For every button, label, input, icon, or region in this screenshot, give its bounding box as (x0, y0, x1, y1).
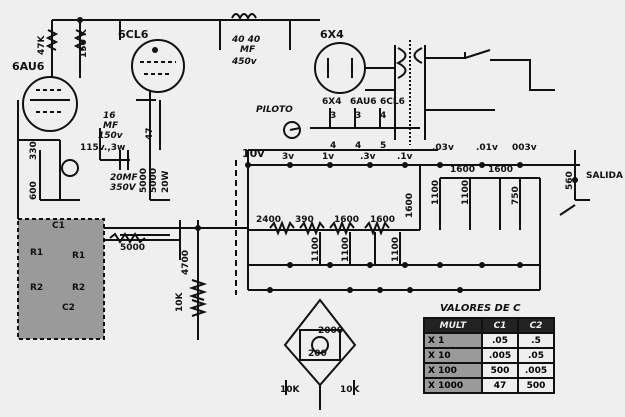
heater-pin-1: 4 (330, 141, 336, 151)
label-5000c: 5000 (120, 243, 145, 253)
label-20mf: 20MF (110, 173, 138, 183)
net-c2: C2 (62, 303, 75, 313)
table-row: X 1000 47 500 (423, 377, 555, 394)
att-r1600e: 1600 (405, 193, 415, 218)
tube-6cl6 (131, 39, 185, 93)
label-150v: 150v (98, 131, 124, 141)
diode-bridge (283, 298, 357, 387)
table-row: X 1 .05 .5 (423, 332, 555, 349)
values-table: MULT C1 C2 X 1 .05 .5 X 10 .005 .05 X 10… (423, 317, 555, 394)
lamp-115v (61, 159, 79, 177)
att-r1100d: 1100 (431, 180, 441, 205)
label-mf: MF (103, 121, 119, 131)
tube-label-6au6: 6AU6 (12, 60, 45, 73)
label-16: 16 (103, 111, 116, 121)
att-r1100c: 1100 (391, 237, 401, 262)
net-c1: C1 (52, 221, 65, 231)
att-r2400: 2400 (256, 215, 281, 225)
att-r1600b: 1600 (370, 215, 395, 225)
label-600: 600 (29, 181, 39, 200)
tube-label-6x4: 6X4 (320, 28, 344, 41)
label-salida: SALIDA (586, 171, 623, 181)
att-03v: .3v (360, 152, 376, 162)
label-350v: 350V (110, 183, 137, 193)
net-r2b: R2 (72, 283, 85, 293)
row-mult: X 100 (423, 362, 483, 379)
label-20w: 20W (161, 170, 171, 193)
net-r2: R2 (30, 283, 43, 293)
att-3v: 3v (282, 152, 294, 162)
table-row: X 100 500 .005 (423, 362, 555, 379)
label-4700: 4700 (181, 250, 191, 275)
heater-pin-5: 3 (355, 111, 361, 121)
row-c2: .05 (517, 347, 555, 364)
label-10k-a: 10K (280, 385, 301, 395)
label-piloto: PILOTO (256, 105, 293, 115)
label-2000: 2000 (318, 326, 343, 336)
table-row: X 10 .005 .05 (423, 347, 555, 364)
values-table-title: VALORES DE C (440, 303, 521, 314)
row-mult: X 1000 (423, 377, 483, 394)
att-r1600d: 1600 (488, 165, 513, 175)
row-c1: .05 (481, 332, 519, 349)
heater-6au6: 6AU6 (350, 97, 377, 107)
label-47: 47 (145, 127, 155, 140)
net-r1a: R1 (30, 248, 43, 258)
net-r1b: R1 (72, 251, 85, 261)
att-r1600a: 1600 (334, 215, 359, 225)
att-003v-b: 003v (512, 143, 537, 153)
header-mult: MULT (423, 317, 483, 334)
heater-pin-2: 4 (355, 141, 361, 151)
row-c2: 500 (517, 377, 555, 394)
att-r1100a: 1100 (311, 237, 321, 262)
label-5000b: 5000 (149, 168, 159, 193)
row-mult: X 10 (423, 347, 483, 364)
row-c1: 47 (481, 377, 519, 394)
row-mult: X 1 (423, 332, 483, 349)
row-c2: .5 (517, 332, 555, 349)
row-c2: .005 (517, 362, 555, 379)
att-003v-a: .03v (432, 143, 454, 153)
row-c1: 500 (481, 362, 519, 379)
heater-pin-3: 5 (380, 141, 386, 151)
att-r390: 390 (295, 215, 314, 225)
att-r560: 560 (565, 171, 575, 190)
header-c2: C2 (517, 317, 555, 334)
label-450v: 450v (231, 57, 258, 67)
pilot-lamp (283, 121, 301, 139)
label-330: 330 (29, 141, 39, 160)
heater-pin-6: 4 (380, 111, 386, 121)
label-mf2: MF (240, 45, 256, 55)
att-01v: .1v (397, 152, 413, 162)
tube-6au6 (22, 76, 78, 132)
heater-6cl6: 6CL6 (380, 97, 405, 107)
att-001v: .01v (476, 143, 498, 153)
tube-label-6cl6: 6CL6 (118, 28, 149, 41)
label-5000a: 5000 (139, 168, 149, 193)
att-r1100e: 1100 (461, 180, 471, 205)
values-table-header: MULT C1 C2 (423, 317, 555, 334)
label-47k: 47K (37, 34, 47, 55)
att-r1600c: 1600 (450, 165, 475, 175)
att-1v: 1v (322, 152, 334, 162)
label-200: 200 (308, 349, 327, 359)
tube-6x4 (314, 42, 366, 94)
label-10k-b: 10K (340, 385, 361, 395)
header-c1: C1 (481, 317, 519, 334)
heater-pin-4: 3 (330, 111, 336, 121)
att-r750: 750 (511, 186, 521, 205)
rc-network-block (17, 218, 105, 340)
label-40-40: 40 40 (231, 35, 260, 45)
label-10k: 10K (175, 291, 185, 312)
label-150k: 150 K (79, 28, 89, 58)
heater-6x4: 6X4 (322, 97, 341, 107)
label-115v: 115v.,3w (80, 143, 125, 153)
att-r1100b: 1100 (341, 237, 351, 262)
att-in: 10v (242, 147, 265, 160)
row-c1: .005 (481, 347, 519, 364)
